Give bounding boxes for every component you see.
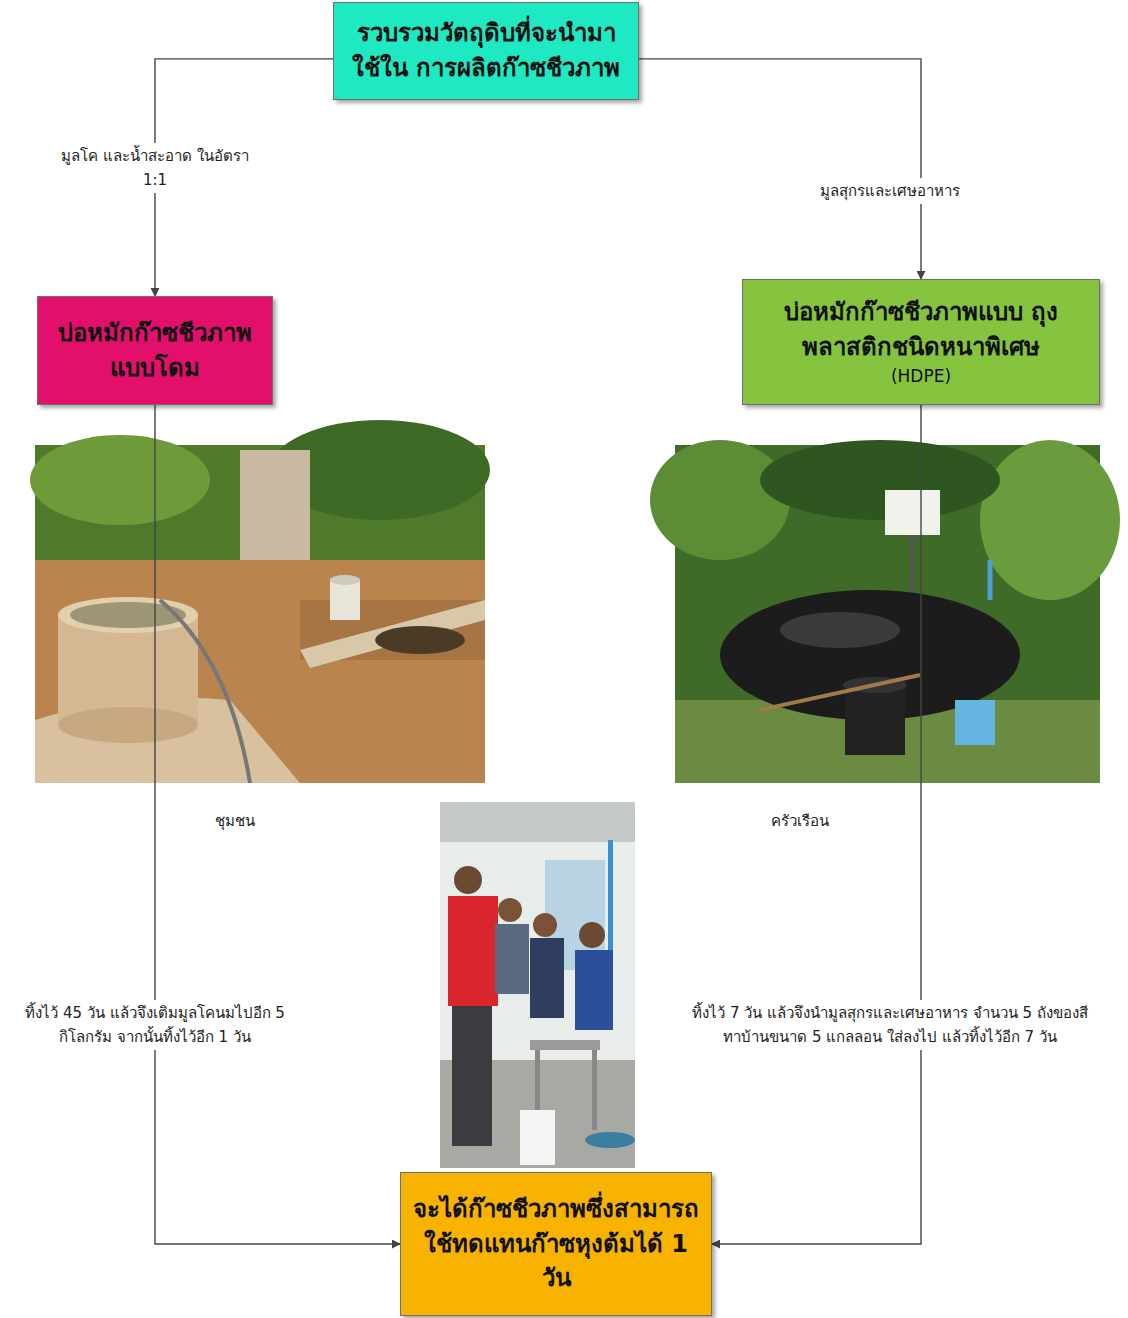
photo-caption: ชุมชน [211,808,259,834]
flow-connector [712,405,921,1244]
dome-digester-photo [30,420,490,783]
people-using-gas-photo [440,802,635,1168]
process-box: บ่อหมักก๊าซชีวภาพแบบ ถุงพลาสติกชนิดหนาพิ… [742,279,1100,405]
process-box: รวบรวมวัตถุดิบที่จะนำมาใช้ใน การผลิตก๊าซ… [333,2,639,100]
box-text: บ่อหมักก๊าซชีวภาพ แบบโดม [48,316,262,386]
box-text: (HDPE) [891,364,951,389]
process-box: บ่อหมักก๊าซชีวภาพ แบบโดม [37,296,273,405]
edge-label: ทิ้งไว้ 7 วัน แล้วจึงนำมูลสุกรและเศษอาหา… [680,1000,1100,1050]
process-box: จะได้ก๊าซชีวภาพซึ่งสามารถ ใช้ทดแทนก๊าซหุ… [400,1172,712,1316]
flow-connector [639,59,921,279]
edge-label: มูลโค และน้ำสะอาด ในอัตรา 1:1 [55,143,255,193]
box-text: จะได้ก๊าซชีวภาพซึ่งสามารถ ใช้ทดแทนก๊าซหุ… [411,1192,701,1296]
box-text: บ่อหมักก๊าซชีวภาพแบบ ถุงพลาสติกชนิดหนาพิ… [753,295,1089,365]
flow-connector [155,405,400,1244]
edge-label: มูลสุกรและเศษอาหาร [816,178,964,204]
edge-label: ทิ้งไว้ 45 วัน แล้วจึงเติมมูลโคนมไปอีก 5… [10,1000,300,1050]
photo-caption: ครัวเรือน [767,808,833,834]
plastic-bag-digester-photo [650,440,1120,783]
box-text: รวบรวมวัตถุดิบที่จะนำมาใช้ใน การผลิตก๊าซ… [344,16,628,86]
